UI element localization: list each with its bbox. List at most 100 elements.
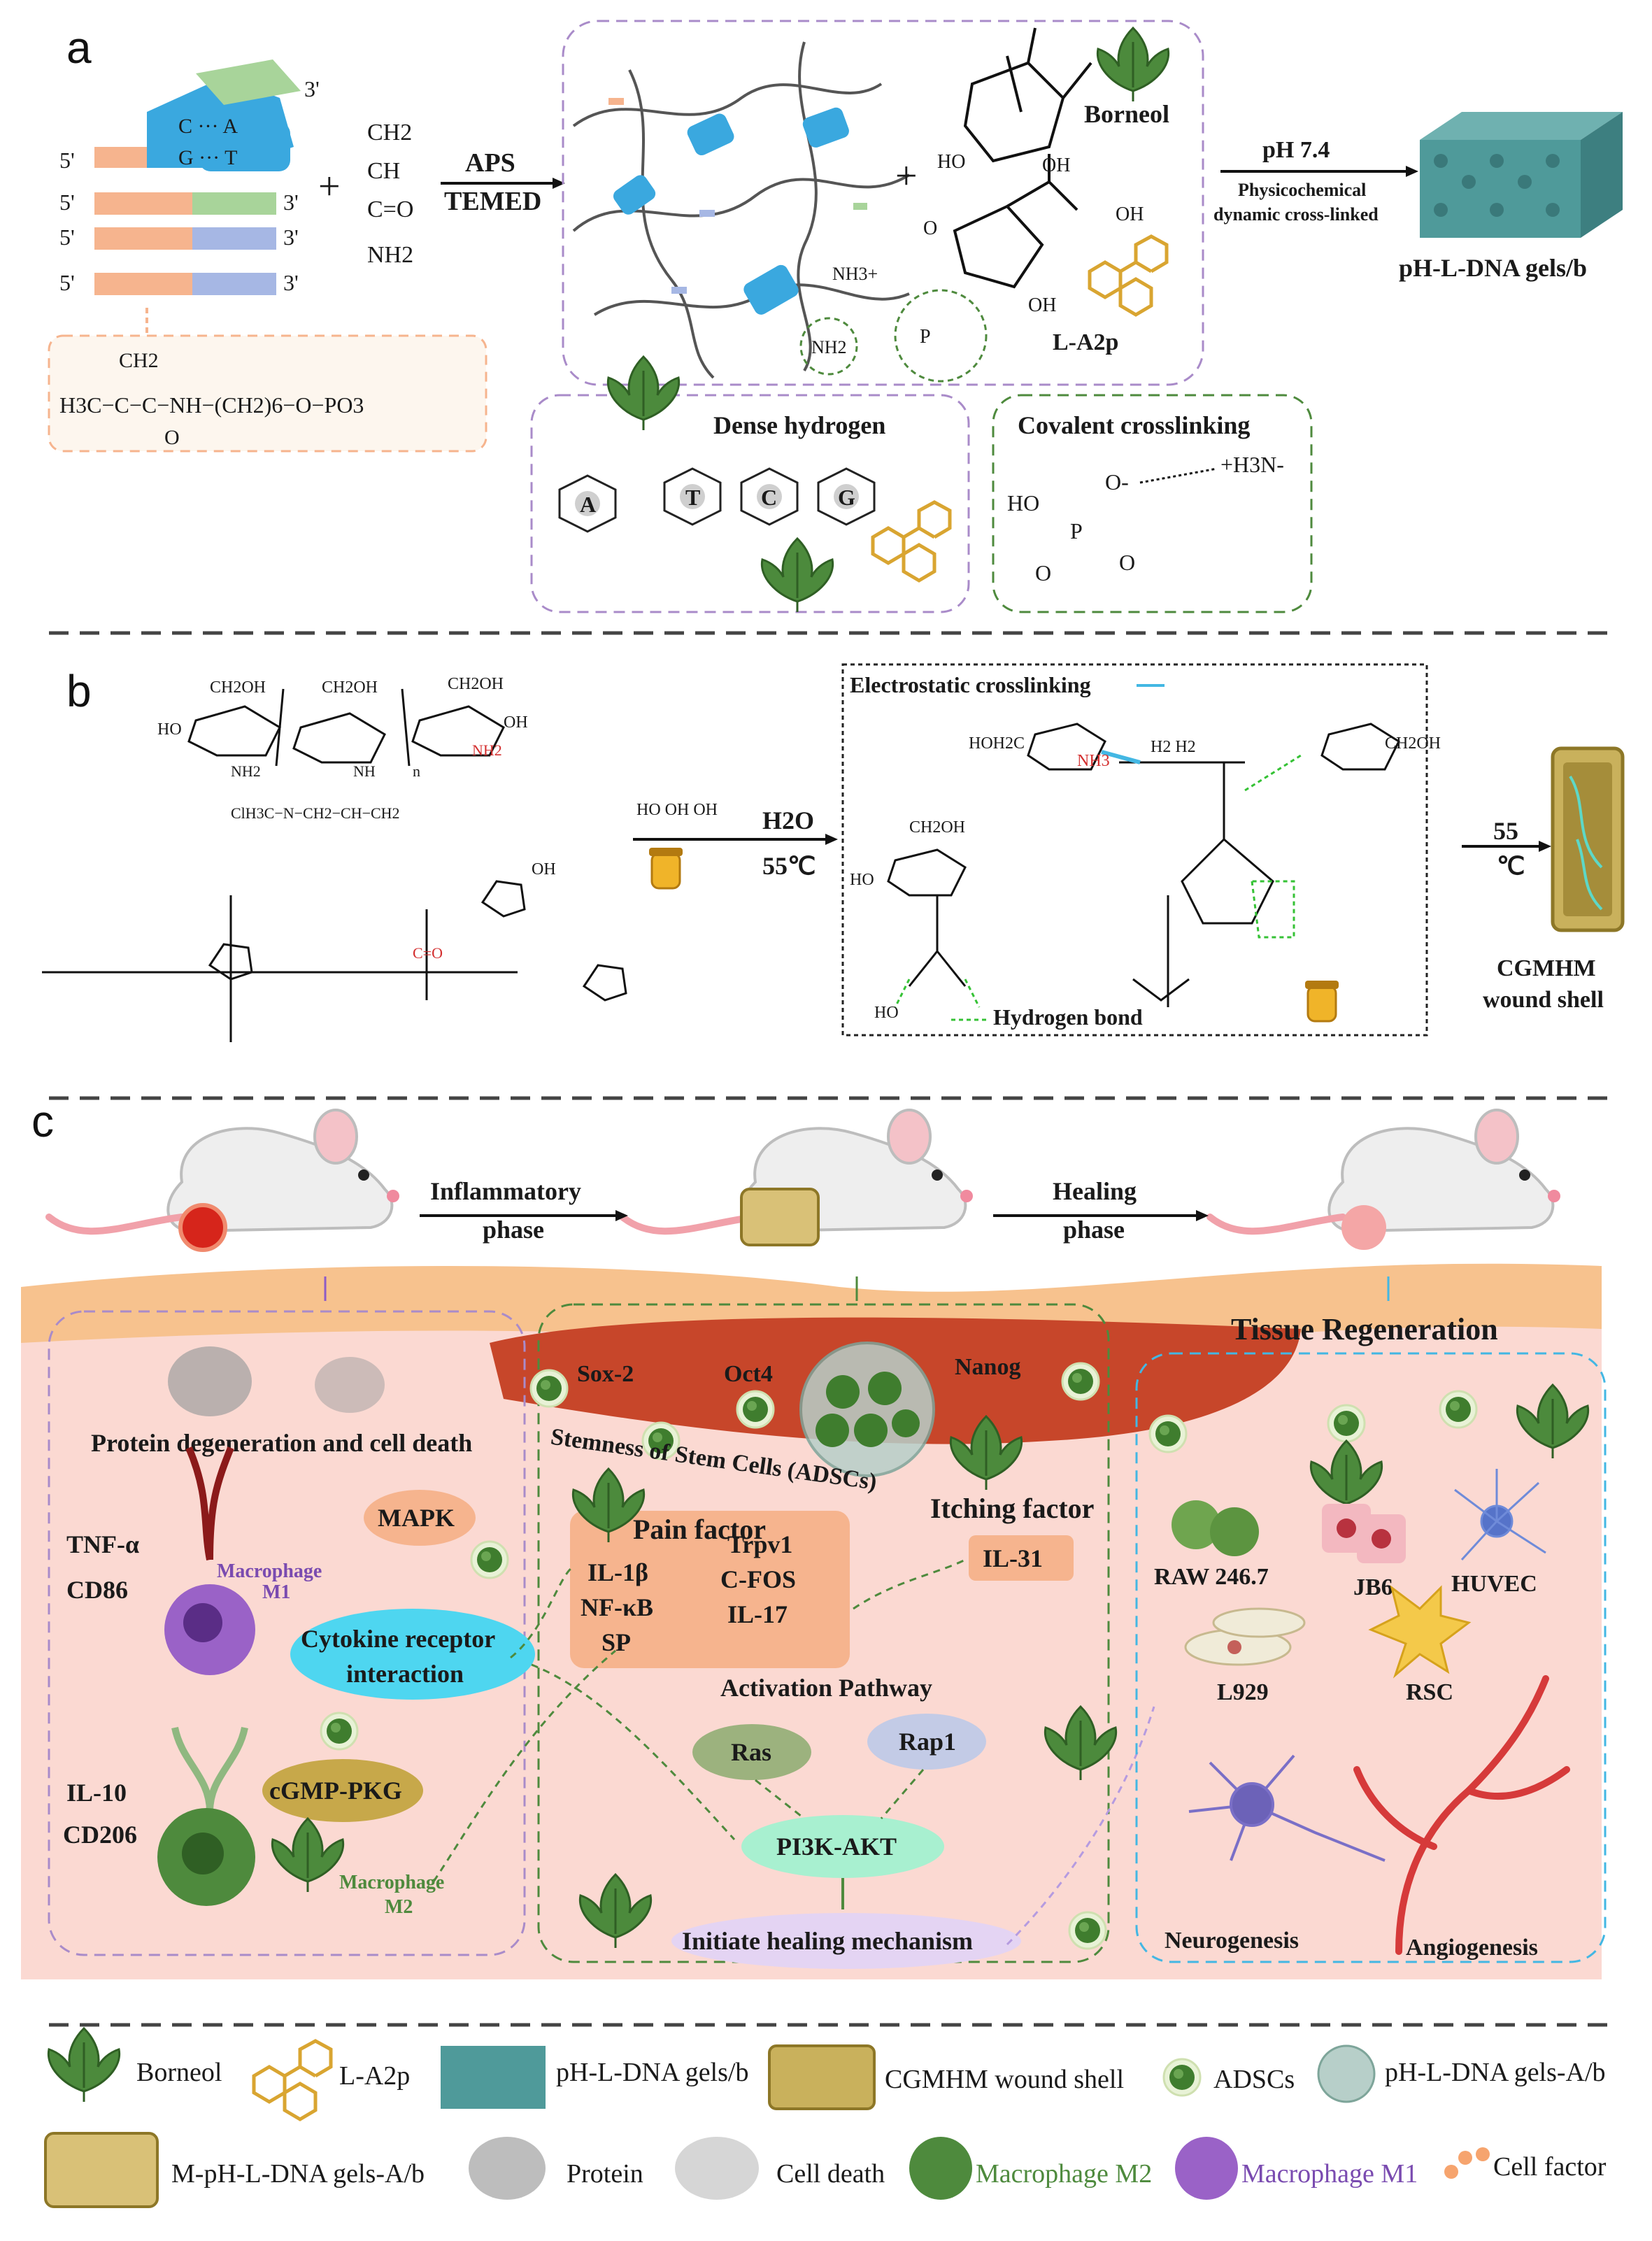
legend-death: Cell death	[776, 2159, 885, 2189]
b-collagen-oh: OH	[532, 860, 556, 878]
adsc-cell-icon	[470, 1540, 509, 1579]
legend-m2-icon	[909, 2137, 972, 2200]
b-ch2oh-r: CH2OH	[1385, 734, 1441, 753]
borneol-ho: HO	[937, 151, 965, 173]
inflammatory-phase-label: phase	[483, 1216, 544, 1244]
b-nh2-red: NH2	[472, 741, 502, 759]
cov-o: O	[1035, 560, 1051, 585]
healing-label: Healing	[1053, 1177, 1137, 1205]
prime-3-label: 3'	[283, 190, 299, 215]
b-ho-l: HO	[850, 871, 874, 889]
legend-adscs: ADSCs	[1213, 2065, 1295, 2094]
mapk-label: MAPK	[378, 1504, 455, 1532]
b-quat: ClH3C−N−CH2−CH−CH2	[231, 804, 400, 822]
shell-label-2: wound shell	[1483, 987, 1604, 1013]
dna-strand-group: 3' 5' C ··· A G ··· T 5' 5' 5' 3' 3' 3'	[59, 59, 320, 295]
blood-vessel-icon	[1353, 1675, 1570, 1955]
il1b-label: IL-1β	[588, 1558, 648, 1586]
covalent-box	[992, 394, 1313, 613]
l929-cell-icon	[1184, 1607, 1306, 1666]
rsc-cell-icon	[1368, 1585, 1472, 1679]
linker-box	[48, 334, 487, 453]
dense-hydrogen-label: Dense hydrogen	[713, 411, 885, 439]
tnf-label: TNF-α	[66, 1530, 139, 1558]
prime-3-label: 3'	[283, 225, 299, 250]
shell-icon	[1551, 746, 1625, 932]
prime-3-label: 3'	[283, 270, 299, 295]
adsc-cell-icon	[1061, 1362, 1100, 1401]
pain-factor-box	[570, 1511, 850, 1668]
dense-leaf-icon	[606, 355, 681, 432]
shell-label-1: CGMHM	[1497, 955, 1596, 981]
h2o-label: H2O	[762, 806, 814, 834]
dna-motifs	[608, 98, 867, 315]
panel-c-label: c	[31, 1096, 54, 1146]
legend-shell-icon	[768, 2044, 876, 2110]
nfkb-label: NF-κB	[581, 1593, 653, 1621]
strand-rows	[94, 192, 276, 295]
adsc-cell-icon	[1148, 1414, 1188, 1453]
cov-ho: HO	[1007, 490, 1039, 515]
legend-a2p-icon	[254, 2041, 331, 2119]
cytokine-label-1: Cytokine receptor	[301, 1625, 495, 1653]
cgmp-node	[262, 1759, 423, 1822]
legend-death-icon	[675, 2137, 759, 2200]
mac-m1-label: Macrophage	[217, 1560, 322, 1582]
cov-nh3: +H3N-	[1220, 452, 1284, 477]
svg-text:A: A	[580, 492, 596, 517]
linker-o: O	[164, 426, 180, 449]
temp2a-label: 55	[1493, 817, 1518, 845]
cgmp-label: cGMP-PKG	[269, 1777, 402, 1805]
electrostatic-box	[841, 663, 1428, 1037]
legend-m1: Macrophage M1	[1241, 2159, 1418, 2189]
base-letters: A T C G	[575, 484, 859, 517]
temp2b-label: ℃	[1497, 852, 1525, 880]
prime-5-label: 5'	[59, 148, 75, 173]
pi3k-label: PI3K-AKT	[776, 1833, 897, 1861]
legend-borneol: Borneol	[136, 2058, 222, 2087]
legend-factor: Cell factor	[1493, 2152, 1607, 2182]
dense-hydrogen-box	[530, 394, 970, 613]
adsc-cell-icon	[1327, 1404, 1366, 1443]
panel-a-label: a	[66, 22, 92, 73]
oct-label: Oct4	[724, 1361, 773, 1387]
svg-text:C: C	[761, 485, 777, 510]
acryl-ch2: CH2	[367, 120, 412, 145]
electrostatic-label: Electrostatic crosslinking	[850, 672, 1091, 697]
inflammation-box	[48, 1310, 526, 1956]
jb6-label: JB6	[1353, 1574, 1393, 1600]
cov-o2: O	[1119, 550, 1135, 575]
legend-shell: CGMHM wound shell	[885, 2065, 1124, 2094]
acryl-nh2: NH2	[367, 242, 413, 268]
panel-b-label: b	[66, 666, 92, 716]
stem-cell-cluster-icon	[799, 1342, 935, 1477]
cov-p: P	[1070, 518, 1083, 543]
b-ho-bottom: HO	[874, 1004, 899, 1022]
b-ch2oh: CH2OH	[448, 675, 504, 693]
adsc-cell-icon	[736, 1390, 775, 1429]
a2p-oh: OH	[1042, 155, 1070, 176]
gel-label: pH-L-DNA gels/b	[1399, 254, 1587, 282]
b-ch2oh-l: CH2OH	[909, 818, 965, 837]
adsc-cell-icon	[320, 1712, 359, 1751]
dense-hex-icon	[873, 502, 950, 581]
mouse-shell-icon	[740, 1188, 820, 1246]
il17-label: IL-17	[727, 1600, 788, 1628]
cd86-label: CD86	[66, 1576, 128, 1604]
tissue-regeneration-label: Tissue Regeneration	[1231, 1312, 1498, 1346]
il10-label: IL-10	[66, 1779, 127, 1807]
protein-death-label: Protein degeneration and cell death	[91, 1429, 472, 1457]
ph-label: pH 7.4	[1262, 137, 1330, 163]
rsc-label: RSC	[1406, 1679, 1453, 1705]
b-ho: HO	[157, 720, 182, 739]
mouse-icon-1	[49, 1110, 399, 1231]
borneol-structure	[963, 27, 1092, 163]
acryl-co: C=O	[367, 197, 413, 222]
base-pairs	[558, 467, 876, 533]
network-nh3: NH3+	[832, 264, 878, 284]
dna-overhang	[196, 59, 301, 105]
neuron-icon	[1188, 1754, 1386, 1862]
svg-text:T: T	[685, 485, 700, 510]
legend-m-gels: M-pH-L-DNA gels-A/b	[171, 2159, 425, 2189]
adsc-cell-icon	[1439, 1390, 1478, 1429]
